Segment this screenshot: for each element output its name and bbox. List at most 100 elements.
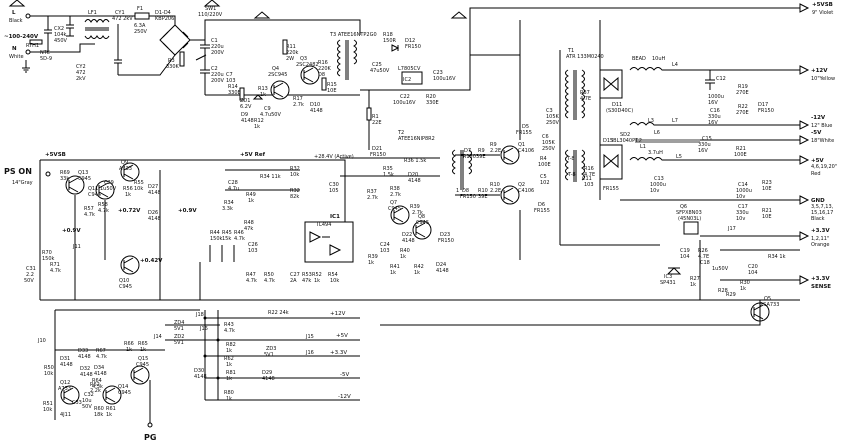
dual-diode-d13: [599, 144, 623, 180]
bridge-label: D1-D4: [155, 10, 171, 16]
connector-m5v: [799, 135, 810, 145]
r41-label: R41: [390, 264, 400, 270]
c26-value: 103: [248, 248, 258, 254]
r27-label: R27: [690, 276, 700, 282]
transistor-q13: [65, 175, 85, 195]
sw1-label: SW1: [205, 6, 216, 12]
c29-label: C29: [104, 180, 114, 186]
c15-label: C15: [702, 136, 712, 142]
r3-value: 330K: [166, 64, 180, 70]
r11-value: 220k: [286, 50, 299, 56]
d34-label: D34: [94, 365, 104, 371]
j15-label: J15: [305, 334, 314, 340]
r10b-value: 2.2E: [490, 188, 501, 194]
q4-part: 2SC945: [268, 72, 287, 78]
out-gnd-voltage: GND: [811, 198, 825, 204]
j17-label: J17: [727, 226, 736, 232]
q3-part: 2SC2482: [296, 62, 319, 68]
bus-p33v-label: +3.3V: [330, 350, 347, 356]
cx2-value: 104k: [54, 32, 67, 38]
p072v-label: +0.72V: [118, 208, 141, 214]
q5-label: Q5: [764, 296, 771, 302]
q8-label: Q8: [418, 214, 425, 220]
c4-voltage: 250V: [546, 120, 560, 126]
warning-triangle-icon-4: [450, 11, 468, 19]
resistor-r14: [239, 87, 245, 101]
out-m5v-voltage: -5V: [811, 130, 822, 136]
c27-label: C27: [290, 272, 300, 278]
t2-label: T2: [397, 130, 404, 136]
r42-label: R42: [414, 264, 424, 270]
r39b-label: R39: [368, 254, 378, 260]
cy2-value: 472: [76, 70, 86, 76]
r61-value: 1k: [106, 412, 112, 418]
label-line-l: L: [12, 10, 16, 16]
r13-value: 1k: [260, 92, 266, 98]
c32-label: C32: [84, 392, 94, 398]
r53-value: 47k: [302, 278, 311, 284]
out-5v-wire2: Red: [811, 171, 821, 177]
r64-label: R64: [92, 378, 102, 384]
r62-value: 2.2k: [90, 388, 101, 394]
ic1-opamp-symbol-1: [309, 231, 330, 243]
label-5vsb-wire: 9" Violet: [812, 10, 833, 16]
p09v-left-label: +0.9V: [62, 228, 81, 234]
q1-label: Q1: [518, 142, 525, 148]
c22-label: C22: [400, 94, 410, 100]
r41-value: 1k: [390, 270, 396, 276]
c1-label: C1: [211, 38, 218, 44]
d9-label: D9: [241, 112, 248, 118]
c18-label: C18: [700, 260, 710, 266]
bulk-caps: [200, 40, 210, 95]
t2-pin: 1: [456, 188, 459, 194]
d31-value: 4148: [60, 362, 73, 368]
c13-value: 1000u: [650, 182, 666, 188]
c20-label: C20: [748, 264, 758, 270]
p09v-label: +0.9V: [178, 208, 197, 214]
d20-value: 4148: [408, 178, 421, 184]
r4-label: R4: [540, 156, 547, 162]
r30-value: 1k: [740, 286, 746, 292]
out-5v-voltage: +5V: [811, 158, 824, 164]
l-sat-label: 10uH: [652, 56, 666, 62]
r4-value: 100E: [538, 162, 551, 168]
l3-label: L3: [648, 118, 654, 124]
transistor-q10: [120, 255, 140, 275]
c5-label: C5: [540, 174, 547, 180]
r48-label: R48: [244, 220, 254, 226]
ntc-thermistor: [29, 39, 43, 45]
r52-label: R52: [312, 272, 322, 278]
ps-on-terminal: [45, 171, 51, 177]
out-m5v-wire: 18"White: [811, 138, 834, 144]
c30-value: 105: [329, 188, 339, 194]
c15-value: 330u: [698, 142, 711, 148]
connector-5v: [799, 155, 810, 165]
resistor-r3: [179, 51, 185, 67]
d5-label: D5: [522, 124, 529, 130]
r15-value: 10E: [327, 88, 337, 94]
r47-value: 4.7k: [246, 278, 257, 284]
out-12v-voltage: +12V: [811, 68, 828, 74]
r80-value: 1k: [226, 396, 232, 402]
d22-value: 4148: [402, 238, 415, 244]
zd2-value: 5V1: [174, 340, 184, 346]
d27-value: 4148: [148, 190, 161, 196]
r32-3v-label: R28: [718, 288, 728, 294]
c6-label: C6: [542, 134, 549, 140]
c24-value: 103: [380, 248, 390, 254]
r35-value: 1.5k: [383, 172, 394, 178]
tl494-controller: +28.4V (Active) IC1 TL494 R32 10k R32 82…: [199, 152, 380, 301]
r1-label: R1: [372, 114, 379, 120]
bus-m12v-label: -12V: [338, 394, 351, 400]
c9-label: C9: [264, 106, 271, 112]
c31-label: C31: [26, 266, 36, 272]
sd2-part: SBL3040PT: [610, 138, 639, 144]
r13s-label: R16: [584, 166, 594, 172]
zd1-value: 6.2V: [240, 104, 252, 110]
r44-value: 150k: [210, 236, 223, 242]
c31-voltage: 50V: [24, 278, 34, 284]
d30-value: 4148: [194, 374, 207, 380]
r32-value: 10k: [290, 172, 299, 178]
label-wire-black: Black: [9, 18, 23, 24]
d22-label: D22: [402, 232, 412, 238]
